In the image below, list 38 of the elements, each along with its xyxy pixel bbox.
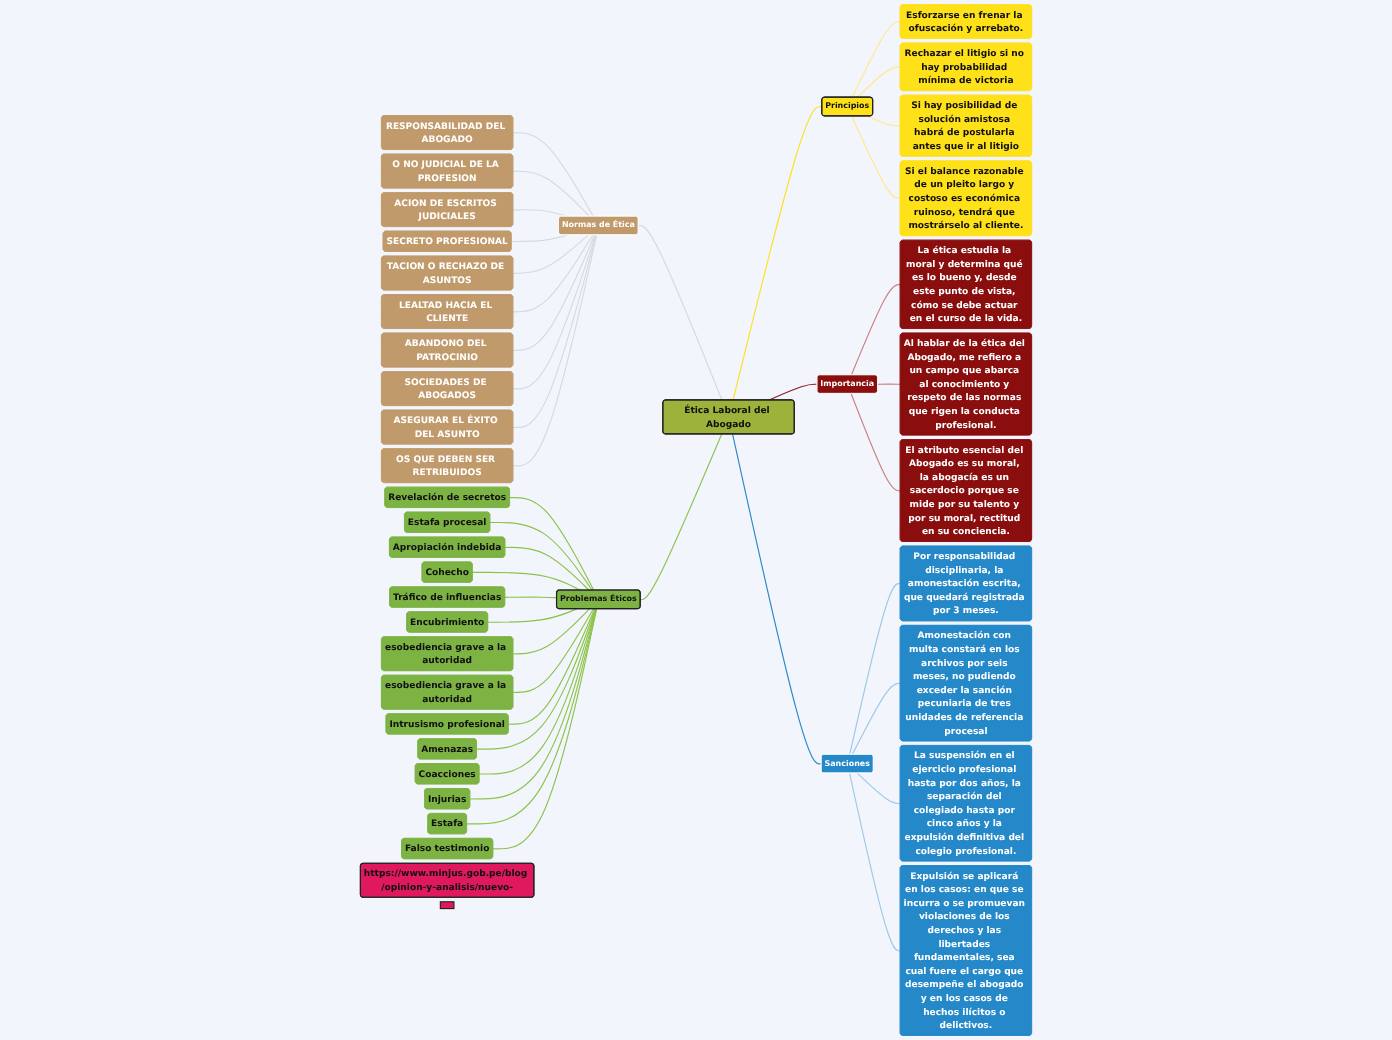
connector: [637, 225, 723, 401]
connector: [851, 682, 902, 756]
connector: [492, 608, 598, 850]
connector: [851, 21, 902, 98]
connector: [732, 106, 823, 401]
connector: [509, 497, 595, 591]
connector: [768, 383, 818, 401]
node-box: [439, 901, 455, 910]
connector: [877, 383, 902, 385]
connector: [512, 608, 594, 694]
connector: [850, 393, 902, 492]
connector: [489, 521, 593, 591]
connector: [512, 234, 598, 467]
connector: [867, 115, 902, 127]
connector: [732, 433, 822, 765]
connector: [504, 546, 590, 591]
connector: [856, 66, 902, 98]
connector: [478, 608, 597, 775]
connector: [504, 596, 558, 599]
connector: [472, 571, 581, 591]
connector: [512, 234, 596, 351]
connector: [512, 234, 589, 274]
connector: [476, 608, 596, 750]
connector: [512, 234, 597, 428]
connector: [512, 132, 594, 217]
connector: [512, 234, 597, 390]
connector: [512, 170, 591, 217]
connector: [512, 234, 594, 313]
connector: [850, 284, 902, 376]
connector: [849, 772, 902, 952]
connector: [487, 608, 578, 623]
connector: [508, 608, 596, 725]
connector: [856, 772, 902, 805]
connector: [510, 234, 568, 243]
connector: [639, 433, 723, 601]
connector: [849, 583, 902, 756]
connector: [512, 608, 591, 655]
connector: [851, 115, 902, 200]
